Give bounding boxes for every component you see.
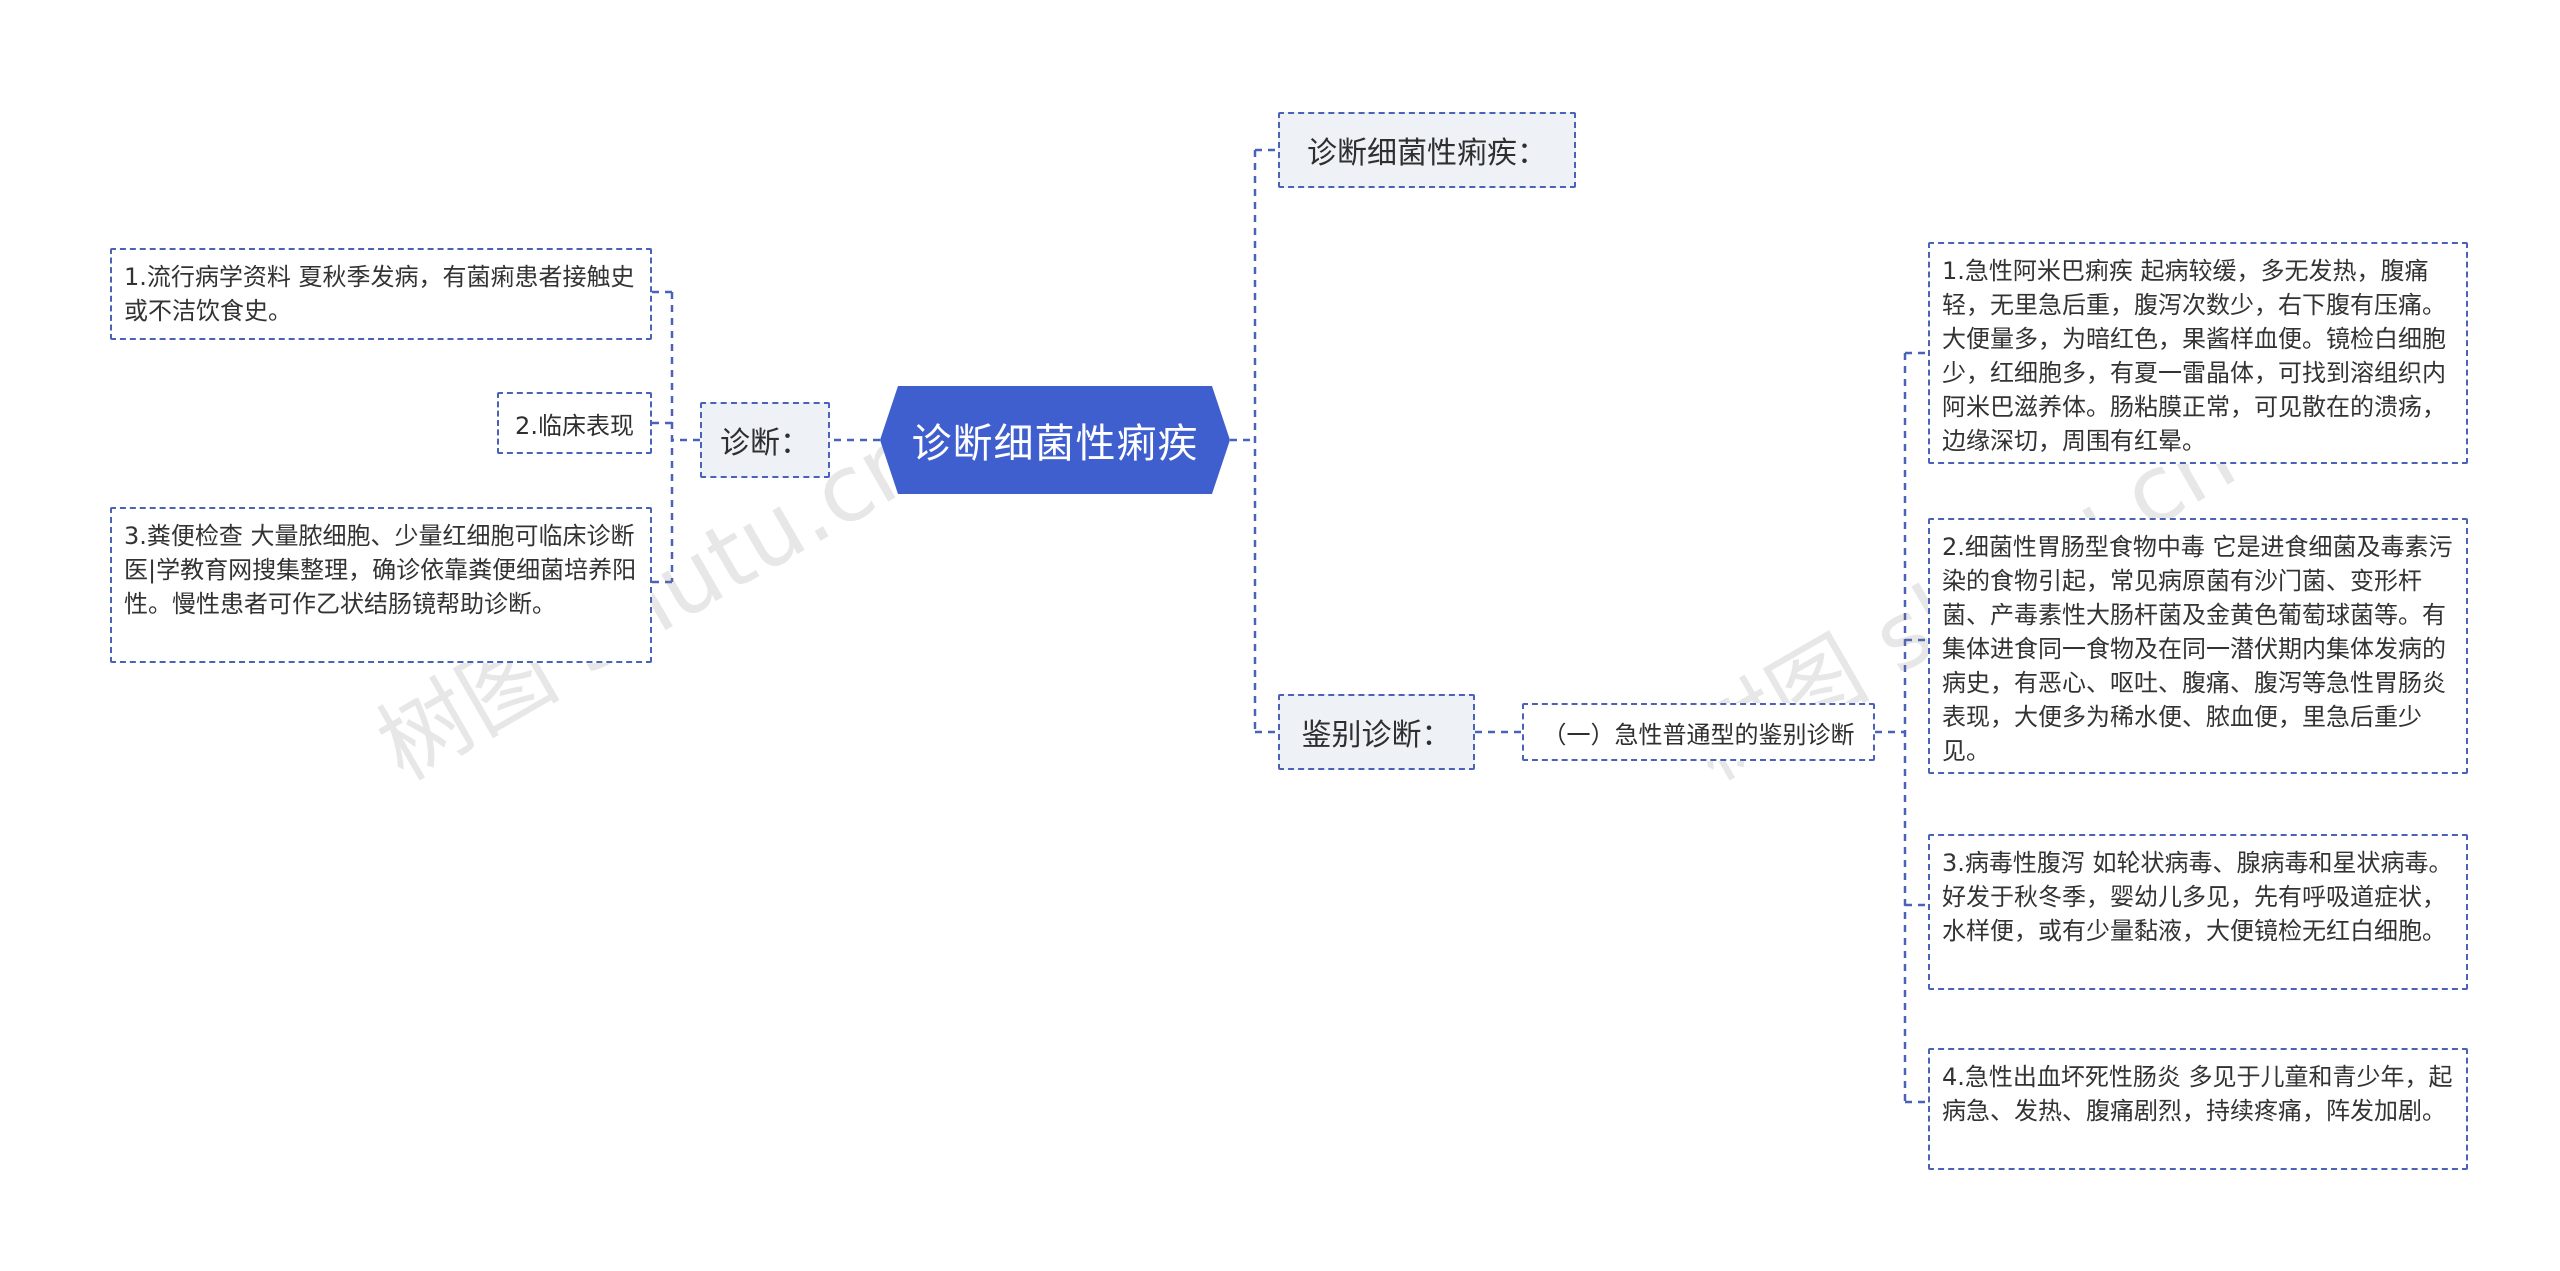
branch-differential[interactable]: 鉴别诊断： xyxy=(1278,694,1475,770)
branch-diagnosis-label: 诊断： xyxy=(720,426,810,461)
leaf-amoebic[interactable]: 1.急性阿米巴痢疾 起病较缓，多无发热，腹痛轻，无里急后重，腹泻次数少，右下腹有… xyxy=(1928,242,2468,464)
sub-acute-common[interactable]: （一）急性普通型的鉴别诊断 xyxy=(1522,703,1875,761)
branch-diagnosis[interactable]: 诊断： xyxy=(700,402,830,478)
branch-diagnosis-dysentery[interactable]: 诊断细菌性痢疾： xyxy=(1278,112,1576,188)
leaf-text: 3.粪便检查 大量脓细胞、少量红细胞可临床诊断医|学教育网搜集整理，确诊依靠粪便… xyxy=(124,522,637,618)
branch-label: 鉴别诊断： xyxy=(1301,718,1452,753)
leaf-viral-diarrhea[interactable]: 3.病毒性腹泻 如轮状病毒、腺病毒和星状病毒。好发于秋冬季，婴幼儿多见，先有呼吸… xyxy=(1928,834,2468,990)
leaf-text: 1.急性阿米巴痢疾 起病较缓，多无发热，腹痛轻，无里急后重，腹泻次数少，右下腹有… xyxy=(1942,257,2446,455)
leaf-text: 3.病毒性腹泻 如轮状病毒、腺病毒和星状病毒。好发于秋冬季，婴幼儿多见，先有呼吸… xyxy=(1942,849,2453,945)
root-hexagon-shape xyxy=(880,386,1230,494)
leaf-text: 2.细菌性胃肠型食物中毒 它是进食细菌及毒素污染的食物引起，常见病原菌有沙门菌、… xyxy=(1942,533,2453,765)
root-node[interactable]: 诊断细菌性痢疾 xyxy=(880,386,1230,494)
leaf-stool-exam[interactable]: 3.粪便检查 大量脓细胞、少量红细胞可临床诊断医|学教育网搜集整理，确诊依靠粪便… xyxy=(110,507,652,663)
leaf-necrotizing-enteritis[interactable]: 4.急性出血坏死性肠炎 多见于儿童和青少年，起病急、发热、腹痛剧烈，持续疼痛，阵… xyxy=(1928,1048,2468,1170)
leaf-clinical[interactable]: 2.临床表现 xyxy=(497,392,652,454)
leaf-text: 4.急性出血坏死性肠炎 多见于儿童和青少年，起病急、发热、腹痛剧烈，持续疼痛，阵… xyxy=(1942,1063,2453,1125)
root-title: 诊断细菌性痢疾 xyxy=(911,421,1199,467)
leaf-epidemiology[interactable]: 1.流行病学资料 夏秋季发病，有菌痢患者接触史或不洁饮食史。 xyxy=(110,248,652,340)
leaf-food-poisoning[interactable]: 2.细菌性胃肠型食物中毒 它是进食细菌及毒素污染的食物引起，常见病原菌有沙门菌、… xyxy=(1928,518,2468,774)
leaf-text: 1.流行病学资料 夏秋季发病，有菌痢患者接触史或不洁饮食史。 xyxy=(124,263,635,325)
sub-label: （一）急性普通型的鉴别诊断 xyxy=(1542,720,1855,749)
branch-label: 诊断细菌性痢疾： xyxy=(1307,136,1547,171)
leaf-text: 2.临床表现 xyxy=(515,411,634,440)
